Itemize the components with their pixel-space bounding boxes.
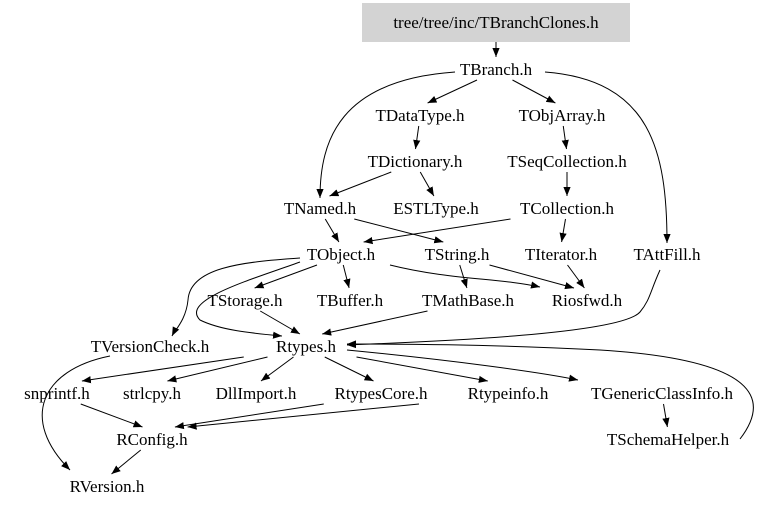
edge-TObjArray-to-TSeqCollection xyxy=(561,125,569,150)
node-TObjArray[interactable]: TObjArray.h xyxy=(519,106,606,125)
edge-TBranch-to-TNamed xyxy=(316,71,456,199)
node-TSeqCollection[interactable]: TSeqCollection.h xyxy=(507,152,627,171)
node-ESTLType[interactable]: ESTLType.h xyxy=(393,199,479,218)
node-TSchemaHelper[interactable]: TSchemaHelper.h xyxy=(607,430,730,449)
edge-TDictionary-to-TNamed xyxy=(329,171,392,197)
root-node-label[interactable]: tree/tree/inc/TBranchClones.h xyxy=(393,13,599,32)
edge-Rtypes-to-DllImport xyxy=(260,356,294,382)
node-Rtypeinfo[interactable]: Rtypeinfo.h xyxy=(468,384,549,403)
node-TDataType[interactable]: TDataType.h xyxy=(376,106,465,125)
edge-TCollection-to-TObject xyxy=(363,218,511,245)
edge-Rtypeinfo-to-RConfig xyxy=(187,403,420,430)
edge-TString-to-Riosfwd xyxy=(489,264,575,290)
node-Riosfwd[interactable]: Riosfwd.h xyxy=(552,291,623,310)
edge-TDictionary-to-ESTLType xyxy=(419,171,435,197)
node-snprintf[interactable]: snprintf.h xyxy=(24,384,90,403)
node-TBuffer[interactable]: TBuffer.h xyxy=(317,291,384,310)
node-TDictionary[interactable]: TDictionary.h xyxy=(368,152,463,171)
edge-TObject-to-Rtypes xyxy=(196,261,301,339)
edge-Rtypes-to-TGenericClassInfo xyxy=(346,349,579,382)
edge-Rtypes-to-snprintf xyxy=(81,356,244,384)
node-TCollection[interactable]: TCollection.h xyxy=(520,199,614,218)
node-DllImport[interactable]: DllImport.h xyxy=(216,384,297,403)
node-TNamed[interactable]: TNamed.h xyxy=(284,199,357,218)
node-RtypesCore[interactable]: RtypesCore.h xyxy=(334,384,428,403)
node-Rtypes[interactable]: Rtypes.h xyxy=(276,337,336,356)
edge-TNamed-to-TString xyxy=(354,218,444,244)
node-TMathBase[interactable]: TMathBase.h xyxy=(422,291,515,310)
edge-Rtypes-to-RtypesCore xyxy=(324,356,374,382)
edge-TObject-to-TVersionCheck xyxy=(171,257,301,337)
edge-TDataType-to-TDictionary xyxy=(413,125,421,150)
edge-TAttFill-to-Rtypes xyxy=(346,269,661,349)
node-TIterator[interactable]: TIterator.h xyxy=(525,245,598,264)
node-TString[interactable]: TString.h xyxy=(425,245,490,264)
edge-TMathBase-to-Rtypes xyxy=(322,310,428,336)
edge-TObject-to-Riosfwd xyxy=(389,264,541,289)
edge-TBranch-to-TObjArray xyxy=(512,79,556,104)
edges xyxy=(41,42,754,475)
node-TAttFill[interactable]: TAttFill.h xyxy=(633,245,701,264)
node-TBranch[interactable]: TBranch.h xyxy=(460,60,533,79)
edge-TObject-to-TStorage xyxy=(254,264,318,289)
edge-TBranch-to-TDataType xyxy=(427,79,478,104)
node-TGenericClassInfo[interactable]: TGenericClassInfo.h xyxy=(591,384,734,403)
edge-TSchemaHelper-to-Rtypes xyxy=(346,340,754,440)
edge-TVersionCheck-to-RVersion xyxy=(41,355,111,471)
node-TObject[interactable]: TObject.h xyxy=(307,245,376,264)
edge-RConfig-to-RVersion xyxy=(111,449,142,475)
node-RConfig[interactable]: RConfig.h xyxy=(116,430,188,449)
node-TStorage[interactable]: TStorage.h xyxy=(207,291,283,310)
edge-Rtypes-to-strlcpy xyxy=(167,356,268,383)
edge-TIterator-to-Riosfwd xyxy=(567,264,585,289)
edge-snprintf-to-RConfig xyxy=(80,403,143,428)
node-TVersionCheck[interactable]: TVersionCheck.h xyxy=(91,337,210,356)
edge-TNamed-to-TObject xyxy=(324,218,340,243)
edge-TCollection-to-TIterator xyxy=(559,218,567,243)
node-strlcpy[interactable]: strlcpy.h xyxy=(123,384,181,403)
edge-TObject-to-TBuffer xyxy=(342,264,351,289)
edge-TString-to-TMathBase xyxy=(459,264,468,289)
edge-TBranch-to-TAttFill xyxy=(544,71,671,244)
node-RVersion[interactable]: RVersion.h xyxy=(70,477,145,496)
nodes: tree/tree/inc/TBranchClones.hTBranch.hTD… xyxy=(24,3,734,496)
edge-RtypesCore-to-RConfig xyxy=(174,403,324,430)
edge-TStorage-to-Rtypes xyxy=(259,310,301,335)
root-node-box xyxy=(362,3,630,42)
edge-Rtypes-to-Rtypeinfo xyxy=(356,356,488,383)
edge-TGenericClassInfo-to-TSchemaHelper xyxy=(662,403,670,428)
